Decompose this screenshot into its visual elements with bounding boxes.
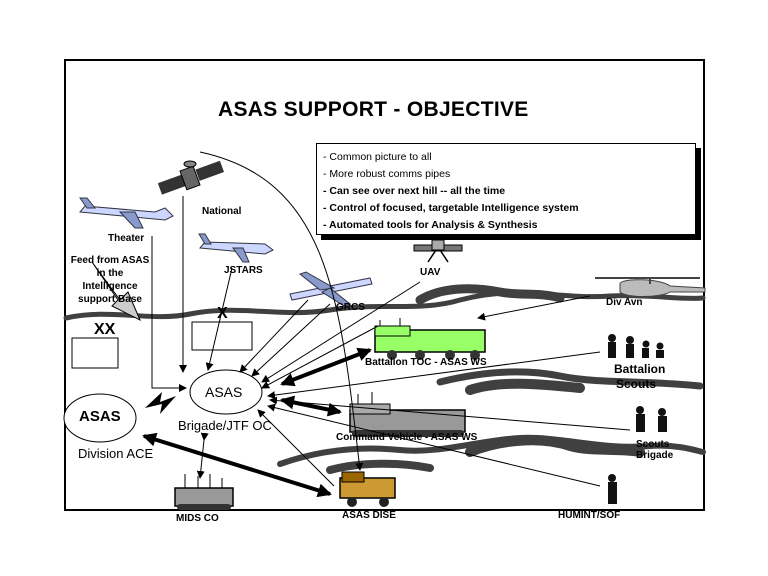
- label-div-avn: Div Avn: [606, 297, 643, 308]
- command-vehicle-icon: [349, 392, 466, 437]
- label-jstars: JSTARS: [224, 265, 263, 276]
- objective-item: - Control of focused, targetable Intelli…: [323, 202, 579, 214]
- objective-item: - Can see over next hill -- all the time: [323, 185, 506, 197]
- theater-aircraft-icon: [79, 197, 174, 229]
- label-uav: UAV: [420, 267, 441, 278]
- objective-item: - More robust comms pipes: [323, 168, 451, 180]
- jstars-aircraft-icon: [198, 233, 274, 263]
- label-mids-co: MIDS CO: [176, 513, 219, 524]
- label-national: National: [202, 206, 242, 217]
- label-brigade-asas: ASAS: [205, 384, 243, 400]
- battalion-toc-vehicle-icon: [374, 318, 486, 360]
- brigade-asas-node: [189, 369, 263, 415]
- helicopter-icon: [595, 277, 706, 297]
- battalion-scouts-soldiers-icon: [608, 334, 664, 358]
- uav-icon: [413, 239, 463, 263]
- label-xx: XX: [94, 321, 116, 338]
- feed-arrow-icon: [91, 261, 141, 322]
- asas-dise-truck-icon: [339, 471, 396, 507]
- terrain-ridges: [63, 284, 706, 474]
- label-theater: Theater: [108, 233, 145, 244]
- label-division-asas: ASAS: [79, 408, 121, 425]
- comms-link-arrows: [142, 347, 372, 498]
- objectives-box: - Common picture to all - More robust co…: [316, 143, 696, 235]
- xx-unit-box: [71, 337, 119, 369]
- label-asas-dise: ASAS DISE: [342, 510, 396, 521]
- objective-item: - Automated tools for Analysis & Synthes…: [323, 219, 538, 231]
- label-command-vehicle: Command Vehicle - ASAS WS: [336, 432, 478, 443]
- label-division-ace: Division ACE: [78, 446, 154, 461]
- label-x: X: [217, 305, 228, 322]
- label-battalion-toc: Battalion TOC - ASAS WS: [365, 357, 487, 368]
- label-brigade-jtf: Brigade/JTF OC: [178, 418, 272, 433]
- objective-item: - Common picture to all: [323, 151, 432, 163]
- mids-link-arrow: [196, 432, 209, 479]
- x-unit-box: [191, 321, 253, 351]
- label-scouts-brigade-1: Scouts: [636, 439, 670, 450]
- satellite-icon: [157, 160, 225, 195]
- label-battalion-scouts-2: Scouts: [616, 377, 657, 391]
- humint-soldier-icon: [608, 474, 617, 504]
- link-bolt-icon: [145, 392, 176, 414]
- label-feed: Feed from ASAS in the Intelligence suppo…: [70, 255, 150, 305]
- label-battalion-scouts-1: Battalion: [614, 362, 666, 376]
- label-grcs: GRCS: [336, 302, 365, 313]
- diagram-title: ASAS SUPPORT - OBJECTIVE: [218, 98, 529, 121]
- label-scouts-brigade-2: Brigade: [636, 450, 674, 461]
- scouts-brigade-soldiers-icon: [636, 406, 667, 432]
- label-humint-sof: HUMINT/SOF: [558, 510, 621, 521]
- division-asas-node: [63, 393, 137, 443]
- mids-co-vehicle-icon: [174, 474, 234, 510]
